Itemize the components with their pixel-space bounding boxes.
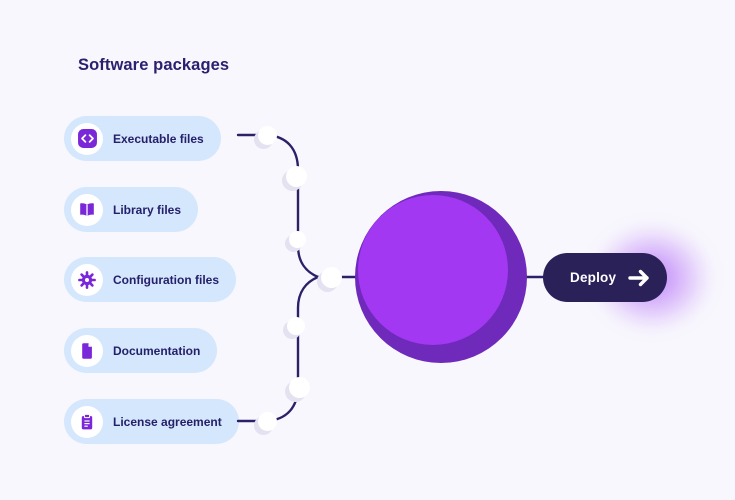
deploy-button[interactable]: Deploy xyxy=(543,253,667,302)
clipboard-icon xyxy=(71,405,103,438)
connector-bead xyxy=(285,165,307,187)
package-item-library-files[interactable]: Library files xyxy=(64,187,199,232)
package-label: Documentation xyxy=(113,343,201,358)
open-book-icon xyxy=(71,193,103,226)
connector-bead xyxy=(288,230,306,248)
code-icon xyxy=(71,122,103,155)
connector-bead xyxy=(257,125,277,145)
package-sphere xyxy=(355,191,527,363)
package-label: Executable files xyxy=(113,131,204,146)
sphere-highlight xyxy=(358,195,508,345)
package-label: Library files xyxy=(113,202,182,217)
connector-bead xyxy=(320,266,342,288)
package-item-documentation[interactable]: Documentation xyxy=(64,328,218,373)
document-icon xyxy=(71,334,103,367)
connector-bead xyxy=(257,411,277,431)
package-item-executable-files[interactable]: Executable files xyxy=(64,116,221,161)
deploy-label: Deploy xyxy=(570,270,617,285)
page-title: Software packages xyxy=(78,56,230,74)
package-label: License agreement xyxy=(113,414,222,429)
package-item-license-agreement[interactable]: License agreement xyxy=(64,399,239,444)
package-item-configuration-files[interactable]: Configuration files xyxy=(64,257,236,302)
package-label: Configuration files xyxy=(113,272,219,287)
arrow-right-icon xyxy=(625,266,653,290)
connector-bead xyxy=(288,376,310,398)
connector-bead xyxy=(287,317,305,335)
gear-icon xyxy=(71,263,103,296)
